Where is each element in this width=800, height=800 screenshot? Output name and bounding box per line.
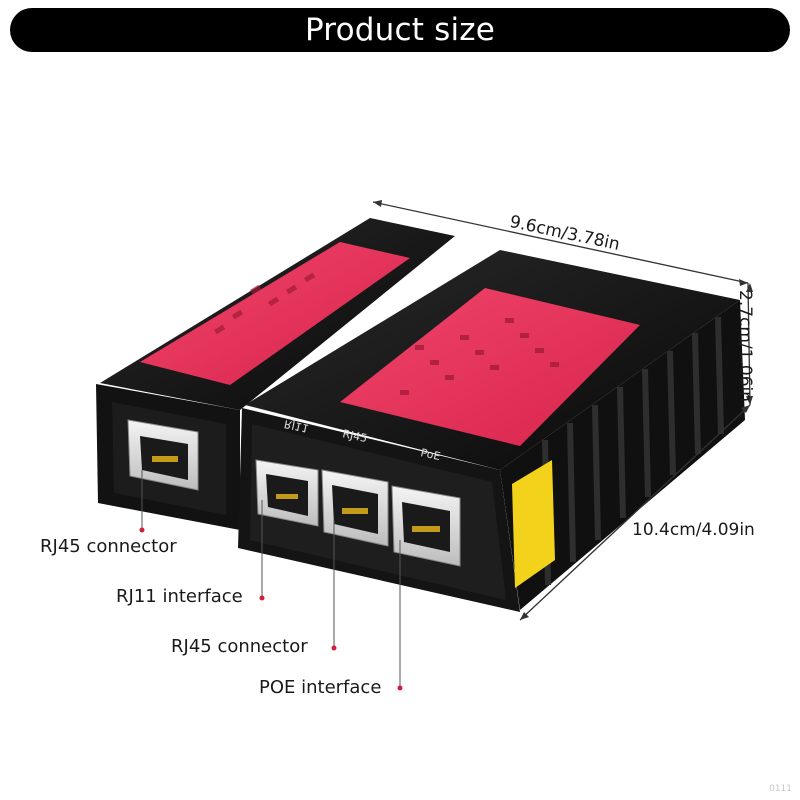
height-dimension: 2.7cm/1.06in bbox=[735, 290, 755, 403]
remote-rj45-port bbox=[127, 419, 199, 491]
rj45-port bbox=[321, 469, 389, 547]
watermark: 0111 bbox=[769, 784, 792, 794]
callout-rj11: RJ11 interface bbox=[116, 586, 243, 607]
callout-dot bbox=[139, 527, 145, 533]
title-banner: Product size bbox=[10, 8, 790, 52]
remote-unit bbox=[96, 218, 455, 530]
port-label-rj11: RJ11 bbox=[283, 417, 310, 435]
depth-dimension: 10.4cm/4.09in bbox=[632, 520, 755, 540]
remote-panel bbox=[140, 242, 410, 385]
callout-poe: POE interface bbox=[259, 677, 382, 698]
callout-rj45-remote: RJ45 connector bbox=[40, 536, 177, 557]
callout-dot bbox=[397, 685, 403, 691]
callout-leaders bbox=[141, 470, 401, 688]
port-label-rj45: RJ45 bbox=[341, 427, 368, 445]
page-title: Product size bbox=[304, 12, 496, 48]
poe-port bbox=[391, 485, 461, 567]
main-unit: RJ11 RJ45 PoE bbox=[238, 250, 745, 612]
callout-dot bbox=[259, 595, 265, 601]
port-label-poe: PoE bbox=[419, 446, 441, 463]
callout-dot bbox=[331, 645, 337, 651]
callout-rj45-main: RJ45 connector bbox=[171, 636, 308, 657]
warning-sticker bbox=[512, 460, 555, 588]
dimension-lines bbox=[372, 201, 751, 621]
rj11-port bbox=[255, 459, 319, 527]
